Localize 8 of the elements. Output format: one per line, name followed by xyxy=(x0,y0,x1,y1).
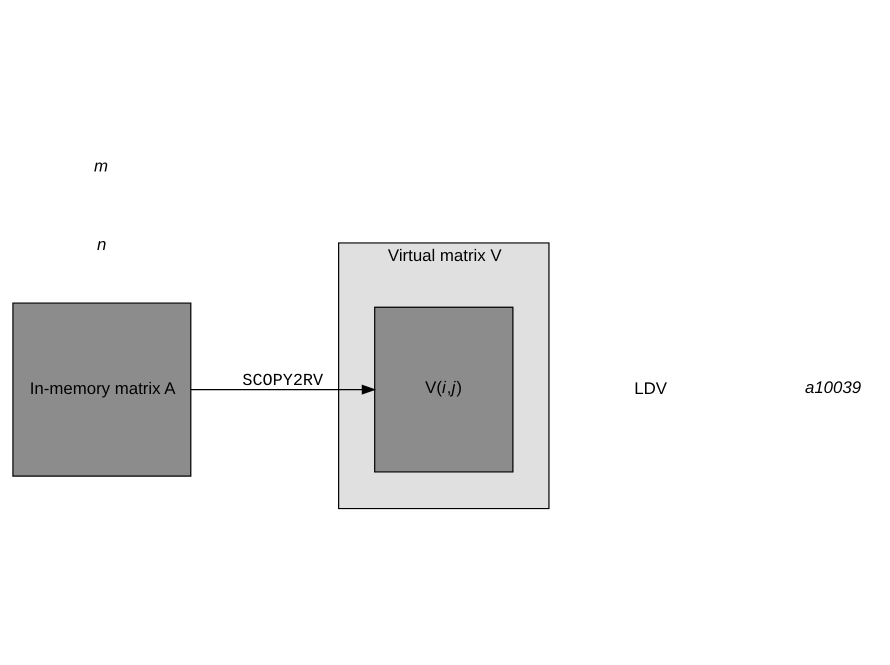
label: n xyxy=(97,234,106,254)
label: a10039 xyxy=(804,378,862,397)
arrow xyxy=(190,384,376,395)
label: LDV xyxy=(634,379,668,398)
node-box: In-memory matrix A xyxy=(12,302,192,477)
edge-label: SCOPY2RV xyxy=(242,372,324,392)
label: m xyxy=(94,156,108,176)
node-box: V(i,j) xyxy=(374,306,514,473)
